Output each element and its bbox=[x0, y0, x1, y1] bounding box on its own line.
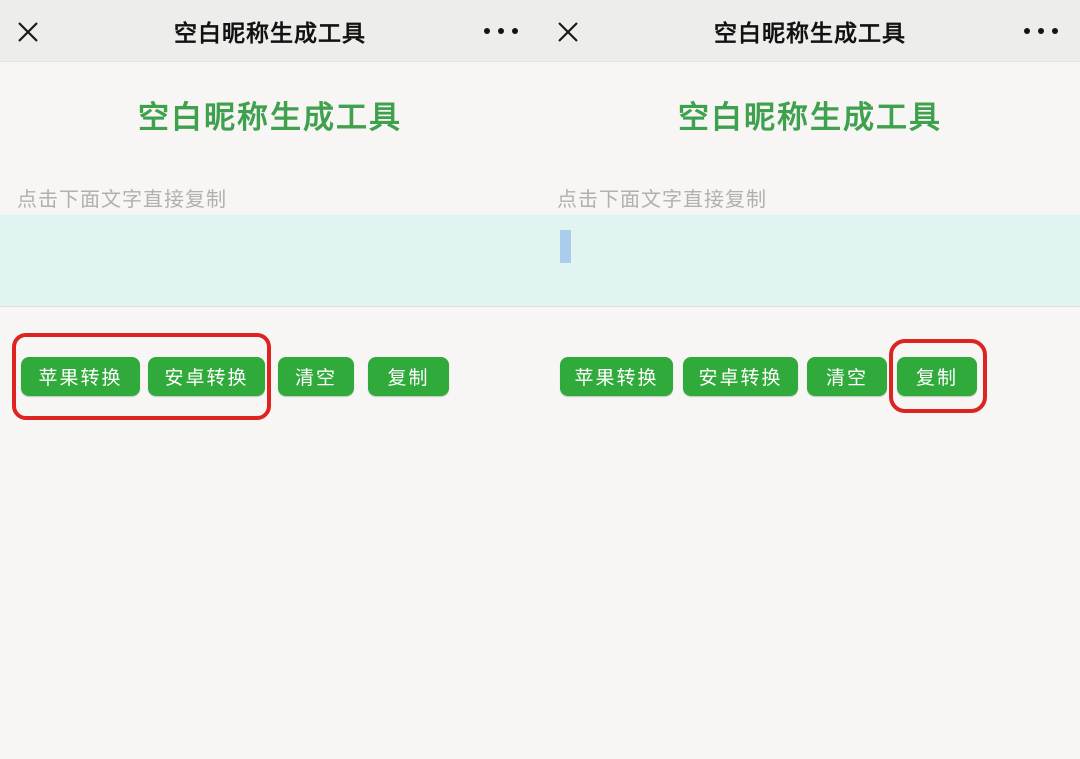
wechat-navbar: 空白昵称生成工具 bbox=[0, 0, 540, 62]
wechat-navbar: 空白昵称生成工具 bbox=[540, 0, 1080, 62]
page-title: 空白昵称生成工具 bbox=[678, 100, 942, 136]
red-annotation-copy-button bbox=[889, 339, 987, 413]
close-icon[interactable] bbox=[15, 19, 41, 45]
close-icon[interactable] bbox=[555, 19, 581, 45]
nickname-textarea[interactable] bbox=[0, 214, 540, 307]
android-convert-button[interactable]: 安卓转换 bbox=[683, 357, 798, 396]
copy-tip-text: 点击下面文字直接复制 bbox=[17, 187, 227, 211]
more-icon[interactable] bbox=[1024, 26, 1058, 36]
clear-button[interactable]: 清空 bbox=[807, 357, 887, 396]
copy-tip-text: 点击下面文字直接复制 bbox=[557, 187, 767, 211]
nickname-textarea[interactable] bbox=[540, 214, 1080, 307]
copy-button[interactable]: 复制 bbox=[368, 357, 449, 396]
screen-left: 空白昵称生成工具 空白昵称生成工具 点击下面文字直接复制 苹果转换 安卓转换 清… bbox=[0, 0, 540, 420]
clear-button[interactable]: 清空 bbox=[278, 357, 354, 396]
navbar-title: 空白昵称生成工具 bbox=[714, 20, 906, 47]
copy-button[interactable]: 复制 bbox=[897, 357, 977, 396]
more-icon[interactable] bbox=[484, 26, 518, 36]
page-title: 空白昵称生成工具 bbox=[138, 100, 402, 136]
red-annotation-convert-buttons bbox=[12, 333, 271, 420]
android-convert-button[interactable]: 安卓转换 bbox=[148, 357, 265, 396]
text-selection-caret bbox=[560, 230, 571, 263]
navbar-title: 空白昵称生成工具 bbox=[174, 20, 366, 47]
screen-right: 空白昵称生成工具 空白昵称生成工具 点击下面文字直接复制 苹果转换 安卓转换 清… bbox=[540, 0, 1080, 759]
apple-convert-button[interactable]: 苹果转换 bbox=[560, 357, 673, 396]
apple-convert-button[interactable]: 苹果转换 bbox=[21, 357, 140, 396]
